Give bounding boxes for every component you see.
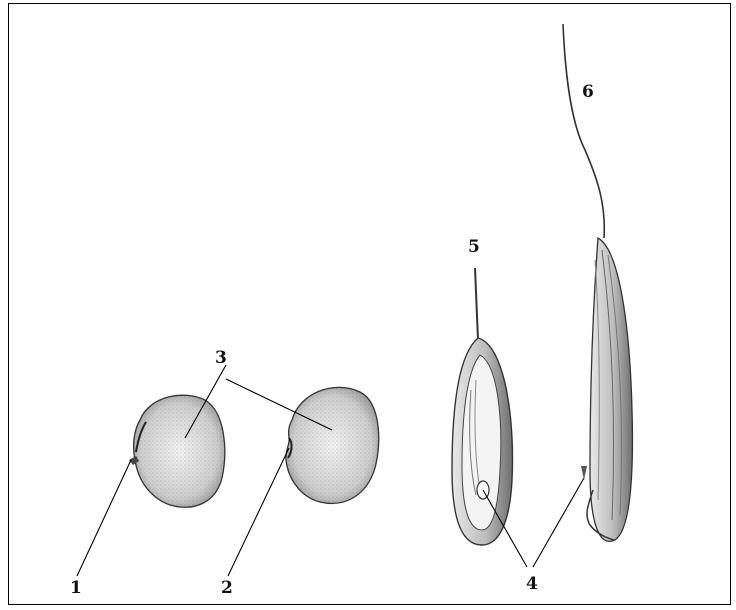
seed-left	[129, 395, 225, 507]
label-6: 6	[582, 82, 594, 102]
grain-long-awn	[563, 24, 632, 541]
label-1: 1	[70, 578, 82, 598]
label-5: 5	[468, 237, 480, 257]
grain-base-hook	[581, 466, 587, 480]
label-2: 2	[221, 578, 233, 598]
seed-middle	[286, 387, 379, 503]
label-4: 4	[526, 574, 538, 594]
grain-short-awn	[452, 268, 513, 545]
label-3: 3	[215, 348, 227, 368]
